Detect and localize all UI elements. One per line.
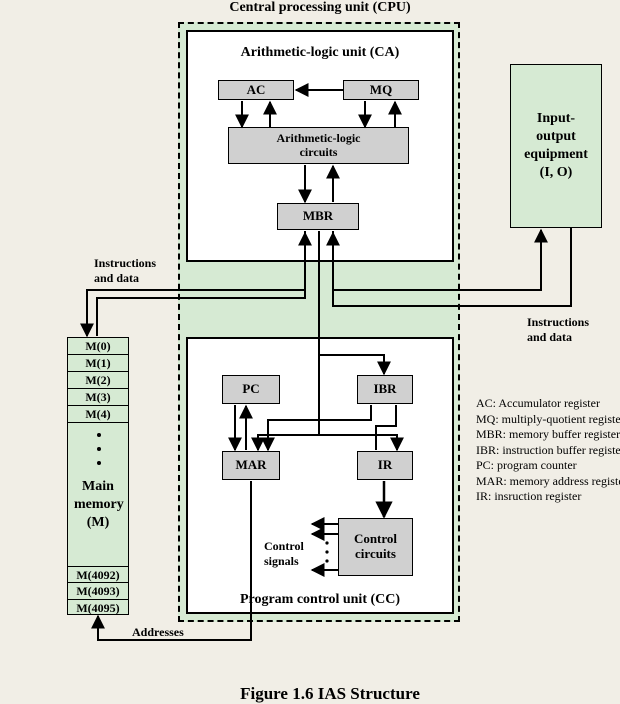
main-memory: M(0) M(1) M(2) M(3) M(4) Main memory (M)… (67, 337, 129, 615)
ac-register: AC (218, 80, 294, 100)
memory-cell: M(0) (68, 338, 128, 355)
legend-item: IBR: instruction buffer register (476, 442, 620, 457)
ellipsis-dot (97, 433, 101, 437)
io-label: Input-output equipment (I, O) (524, 110, 588, 181)
mq-register: MQ (343, 80, 419, 100)
legend-item: PC: program counter (476, 458, 577, 472)
memory-cell: M(2) (68, 372, 128, 389)
control-signals-label: Control signals (264, 539, 304, 568)
bus-to-mar-arrow (251, 434, 319, 452)
ellipsis-dot (97, 447, 101, 451)
mbr-register: MBR (277, 203, 359, 230)
bus-to-ibr-arrow (319, 354, 391, 376)
ibr-to-ir-line (375, 405, 397, 450)
main-memory-label: Main memory (M) (74, 479, 124, 530)
legend: AC: Accumulator register MQ: multiply-qu… (476, 396, 620, 505)
legend-item: MQ: multiply-quotient register (476, 411, 620, 426)
arithmetic-logic-circuits: Arithmetic-logic circuits (228, 127, 409, 164)
ibr-to-mar-arrow (261, 405, 372, 452)
mar-register: MAR (222, 451, 280, 480)
memory-to-mbr-line (96, 231, 312, 336)
io-to-mbr-line (326, 228, 572, 307)
addresses-label: Addresses (132, 625, 184, 639)
memory-cell: M(4093) (68, 583, 128, 600)
pc-register: PC (222, 375, 280, 404)
cpu-title: Central processing unit (CPU) (229, 0, 411, 15)
legend-item: AC: Accumulator register (476, 396, 600, 410)
memory-cell: M(4) (68, 406, 128, 423)
legend-item: IR: insruction register (476, 489, 582, 503)
ir-register: IR (357, 451, 413, 480)
memory-cell: M(4095) (76, 601, 120, 615)
alu-title: Arithmetic-logic unit (CA) (240, 45, 400, 60)
instructions-data-label-left: Instructions and data (94, 256, 157, 285)
ellipsis-dot (97, 461, 101, 465)
input-output-equipment: Input-output equipment (I, O) (510, 64, 602, 228)
memory-cell: M(1) (68, 355, 128, 372)
ibr-register: IBR (357, 375, 413, 404)
figure-caption: Figure 1.6 IAS Structure (240, 684, 420, 703)
legend-item: MBR: memory buffer register (476, 427, 620, 441)
legend-item: MAR: memory address register (476, 473, 620, 488)
memory-cell: M(3) (68, 389, 128, 406)
mar-to-memory-line (91, 481, 252, 641)
mbr-to-io-line (332, 228, 548, 291)
bus-to-ir-arrow (319, 434, 404, 452)
instructions-data-label-right: Instructions and data (527, 315, 590, 344)
memory-cell: M(4092) (68, 566, 128, 583)
control-unit-title: Program control unit (CC) (239, 592, 401, 607)
